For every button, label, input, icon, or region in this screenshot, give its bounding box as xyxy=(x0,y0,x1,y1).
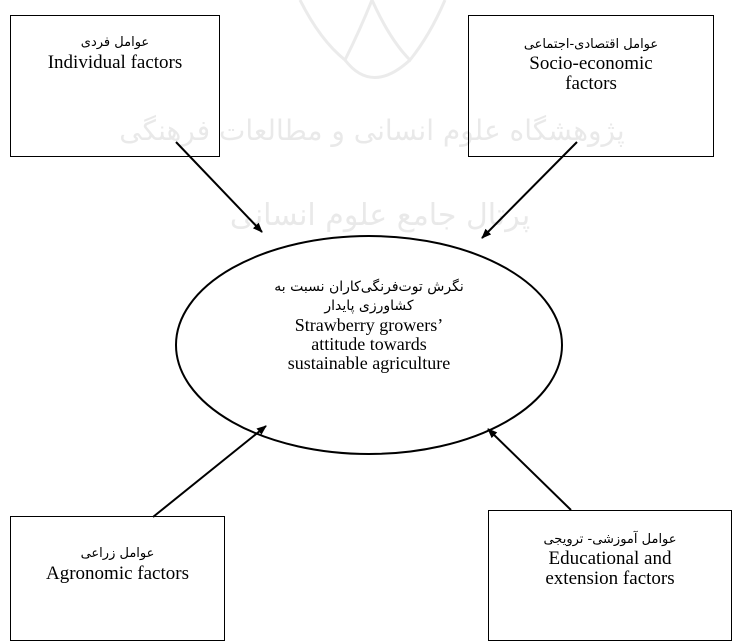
attitude-node: نگرش توت‌فرنگی‌کاران نسبت به کشاورزی پای… xyxy=(176,236,562,454)
socio-economic-factors-en-line1: Socio-economic xyxy=(529,53,653,74)
attitude-fa-line1: نگرش توت‌فرنگی‌کاران نسبت به xyxy=(274,279,464,295)
arrow-socio-to-attitude xyxy=(481,141,578,239)
socio-economic-factors-box: عوامل اقتصادی-اجتماعی Socio-economic fac… xyxy=(468,15,714,157)
educational-extension-factors-en-line1: Educational and xyxy=(548,548,672,569)
socio-economic-factors-fa: عوامل اقتصادی-اجتماعی xyxy=(523,37,659,52)
educational-extension-factors-fa: عوامل آموزشی- ترویجی xyxy=(543,532,677,547)
arrow-agronomic-to-attitude xyxy=(152,425,267,518)
central-ellipse xyxy=(175,235,563,455)
agronomic-factors-en: Agronomic factors xyxy=(46,563,189,584)
attitude-fa-line2: کشاورزی پایدار xyxy=(324,298,414,314)
arrow-educational-to-attitude xyxy=(487,428,572,511)
socio-economic-factors-en-line2: factors xyxy=(565,73,617,94)
educational-extension-factors-en-line2: extension factors xyxy=(545,568,675,589)
attitude-en-line3: sustainable agriculture xyxy=(287,353,451,373)
arrow-individual-to-attitude xyxy=(175,141,263,233)
attitude-en-line1: Strawberry growers’ xyxy=(294,315,444,335)
educational-extension-factors-box: عوامل آموزشی- ترویجی Educational and ext… xyxy=(488,510,732,641)
attitude-en-line2: attitude towards xyxy=(311,334,427,354)
agronomic-factors-box: عوامل زراعی Agronomic factors xyxy=(10,516,225,641)
agronomic-factors-fa: عوامل زراعی xyxy=(80,546,155,561)
individual-factors-en: Individual factors xyxy=(47,52,183,73)
individual-factors-fa: عوامل فردی xyxy=(80,35,150,50)
individual-factors-box: عوامل فردی Individual factors xyxy=(10,15,220,157)
